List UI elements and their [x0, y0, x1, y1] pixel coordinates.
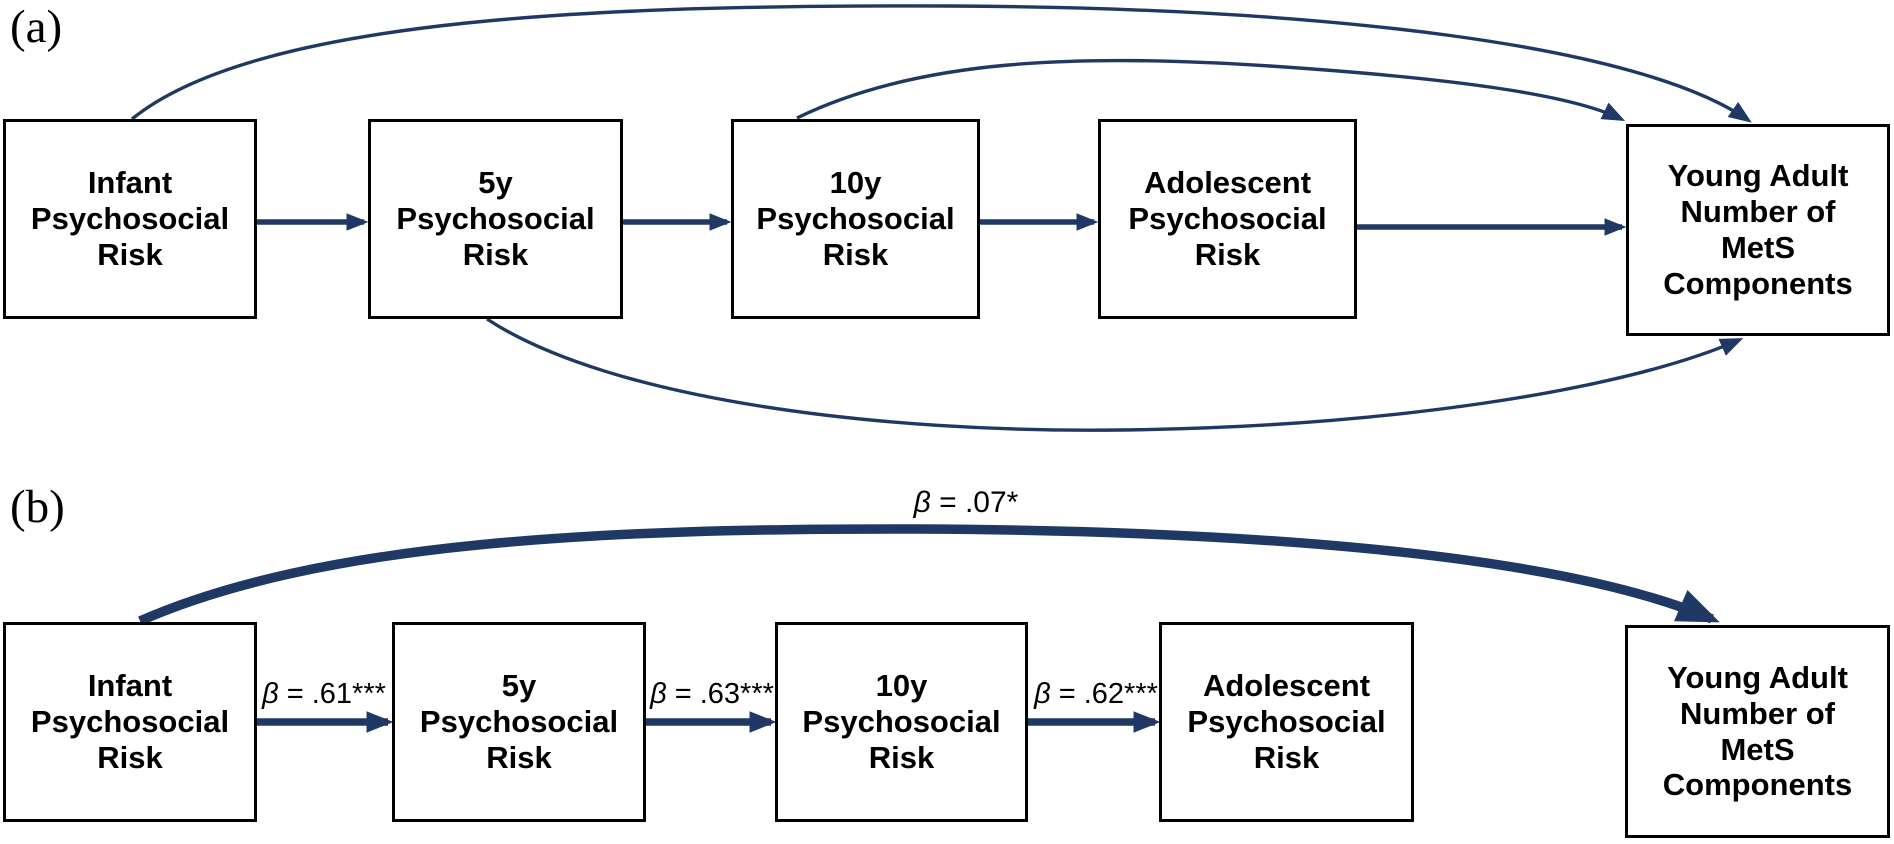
coefficient-value: = .63*** [666, 678, 774, 710]
b-curve-infant-to-young-adult [138, 524, 1720, 626]
beta-symbol: β [262, 678, 279, 710]
b-coefficient-infant-to-young-adult: β = .07* [914, 486, 1019, 519]
b-coefficient-infant-to-5y: β = .61*** [262, 678, 386, 711]
beta-symbol: β [1034, 678, 1051, 710]
a-curve-infant-to-young-adult [130, 4, 1752, 123]
node-b-adolescent-psychosocial-risk: Adolescent Psychosocial Risk [1159, 622, 1414, 822]
b-coefficient-10y-to-adolescent: β = .62*** [1034, 678, 1158, 711]
beta-symbol: β [650, 678, 667, 710]
panel-a-label: (a) [10, 1, 63, 53]
coefficient-value: = .07* [930, 486, 1019, 519]
coefficient-value: = .61*** [278, 678, 386, 710]
a-curve-5y-to-young-adult [486, 317, 1744, 432]
b-coefficient-5y-to-10y: β = .63*** [650, 678, 774, 711]
node-b-young-adult-mets-components: Young Adult Number of MetS Components [1625, 625, 1890, 838]
node-a-10y-psychosocial-risk: 10y Psychosocial Risk [731, 119, 980, 319]
panel-b-label: (b) [10, 481, 65, 533]
coefficient-value: = .62*** [1050, 678, 1158, 710]
beta-symbol: β [913, 486, 931, 519]
node-a-young-adult-mets-components: Young Adult Number of MetS Components [1626, 124, 1890, 336]
node-b-infant-psychosocial-risk: Infant Psychosocial Risk [3, 622, 257, 822]
node-b-10y-psychosocial-risk: 10y Psychosocial Risk [775, 622, 1028, 822]
node-b-5y-psychosocial-risk: 5y Psychosocial Risk [392, 622, 646, 822]
node-a-5y-psychosocial-risk: 5y Psychosocial Risk [368, 119, 623, 319]
a-curve-10y-to-young-adult [796, 58, 1626, 122]
node-a-infant-psychosocial-risk: Infant Psychosocial Risk [3, 119, 257, 319]
node-a-adolescent-psychosocial-risk: Adolescent Psychosocial Risk [1098, 119, 1357, 319]
